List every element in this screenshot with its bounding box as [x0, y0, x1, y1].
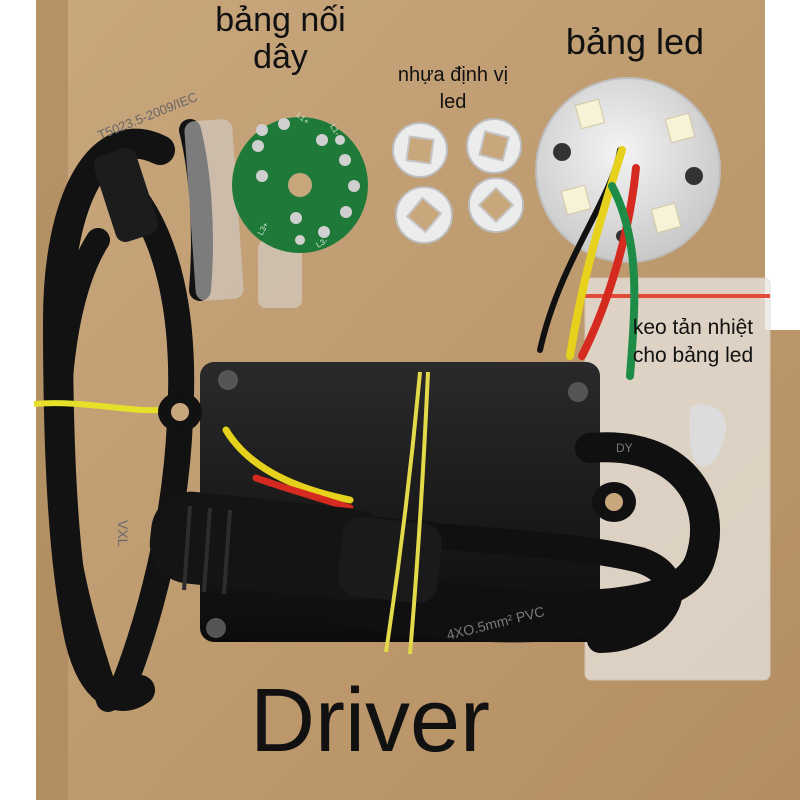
led-chip-3	[560, 184, 592, 216]
led-board-wires	[537, 146, 640, 380]
rubber-band-driver	[384, 371, 422, 653]
led-holder-ring-2	[466, 118, 522, 174]
rubber-band-driver-2	[408, 371, 430, 655]
side-cable-print: VXL	[115, 520, 131, 547]
led-holder-ring-4	[468, 177, 524, 233]
plastic-sleeves	[184, 119, 302, 308]
rubber-band-left	[33, 400, 159, 414]
screw-1	[218, 370, 238, 390]
label-driver: Driver	[250, 671, 490, 771]
led-holder-ring-1	[392, 122, 448, 178]
screw-3	[206, 618, 226, 638]
label-connector-line-2: dây	[253, 38, 308, 77]
screw-2	[568, 382, 588, 402]
led-holder-rings	[392, 118, 524, 244]
label-thermal-paste: keo tản nhiệt cho bảng led	[632, 316, 754, 367]
label-connector-line-1: bảng nối	[215, 1, 346, 39]
label-holder-line-1: nhựa định vị	[397, 64, 509, 86]
led-board	[535, 77, 721, 263]
label-led-board: bảng led	[565, 21, 705, 62]
led-chip-1	[574, 98, 606, 130]
led-chip-4	[650, 202, 682, 234]
label-holder-line-2: led	[439, 91, 467, 113]
led-chip-2	[664, 112, 696, 144]
cable-connector-left	[93, 148, 159, 242]
led-holder-ring-3	[395, 186, 453, 244]
label-led-holder: nhựa định vị led	[362, 62, 544, 116]
connector-board	[232, 117, 368, 253]
driver-cable-print: DY	[616, 441, 633, 455]
